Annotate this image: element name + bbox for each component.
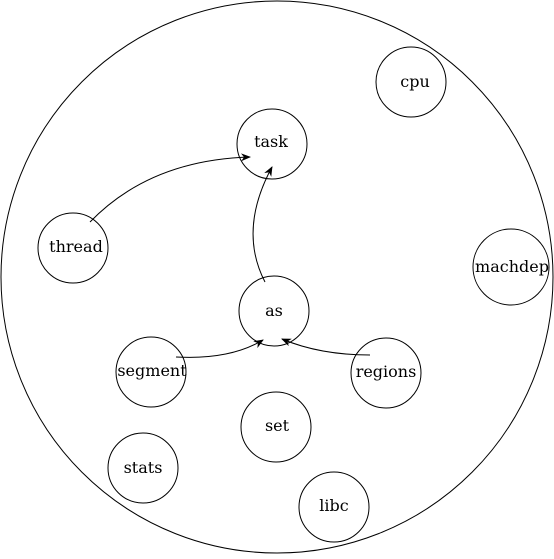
edge-regions-to-as (281, 338, 371, 356)
node-thread: thread (37, 212, 109, 284)
node-circle (298, 471, 370, 543)
node-label: set (265, 416, 290, 435)
node-circle (350, 337, 422, 409)
node-circle (107, 432, 179, 504)
node-cpu: cpu (375, 46, 447, 118)
node-label: as (265, 301, 283, 320)
node-label: task (254, 132, 288, 151)
node-circle (236, 108, 308, 180)
node-circle (375, 46, 447, 118)
edge-thread-to-task (89, 153, 251, 223)
edge-as-to-task (252, 166, 273, 283)
edge-segment-to-as (175, 339, 264, 358)
node-as: as (238, 275, 310, 347)
node-segment: segment (115, 336, 187, 408)
node-label: stats (124, 458, 163, 477)
node-circle (115, 336, 187, 408)
node-libc: libc (298, 471, 370, 543)
node-circle (472, 228, 550, 306)
node-label: segment (117, 361, 187, 380)
node-stats: stats (107, 432, 179, 504)
node-circle (240, 391, 312, 463)
node-label: cpu (400, 72, 430, 91)
node-label: machdep (475, 257, 549, 276)
node-regions: regions (350, 337, 422, 409)
node-circle (37, 212, 109, 284)
node-label: thread (49, 237, 103, 256)
node-machdep: machdep (472, 228, 550, 306)
node-label: libc (319, 496, 348, 515)
node-task: task (236, 108, 308, 180)
node-set: set (240, 391, 312, 463)
node-label: regions (356, 362, 417, 381)
node-circle (238, 275, 310, 347)
